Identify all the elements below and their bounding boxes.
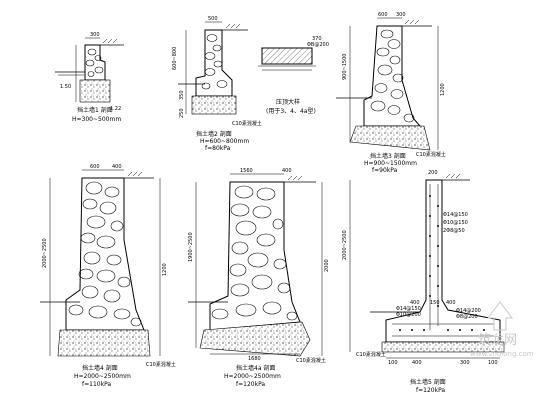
s4a-label: 挡土墙4a 剖面 [236,364,275,372]
s3-height-range: H=900~1500mm [364,160,417,167]
detail-label: 压顶大样 [276,98,300,106]
s5-top: 200 [428,170,438,176]
s4-pressure: f=110kPa [82,381,111,388]
s5-rebar-4: Φ14@150 [396,306,421,312]
s2-h3: 250 [179,108,185,118]
s3-h2: 1200 [440,83,446,96]
s2-mark: C10素混凝土 [232,120,262,127]
s2-h2: 350 [179,90,185,100]
s2-pressure: f=80kPa [205,145,231,152]
s4-top2: 400 [112,164,122,170]
s2-top-dim: 500 [208,16,218,22]
s5-label: 挡土墙5 剖面 [410,378,446,386]
s5-rebar-6: Φ14@200 [456,308,481,314]
watermark: 筑龙网 www.zhulong.com [470,301,534,358]
s5-rebar-1: Φ14@150 [443,212,468,218]
s3-top2: 300 [396,12,406,18]
s3-top1: 600 [378,12,388,18]
watermark-main: 筑龙网 [478,332,517,348]
s4a-h1: 1900~2500 [188,232,194,262]
s5-bottom-1: 100 [388,360,398,366]
s4-h1: 2000~2500 [42,238,48,268]
s5-rebar-2: Φ10@150 [443,220,468,226]
s2-label: 挡土墙2 剖面 [196,130,232,138]
section-4: 600 400 2000~2500 1200 C10素混凝土 挡土墙4 剖面 H… [40,164,176,388]
s2-h1: 600~800 [172,47,178,70]
s5-rebar-5: Φ10@200 [396,312,421,318]
coping-detail: 370 ΦB@200 压顶大样 (用于3、4、4a型) [258,36,329,115]
s5-mid: 150 [430,300,440,306]
s4a-base: 1680 [248,356,261,362]
section-4a: 1560 400 1900~2500 2000 1680 C10素混凝土 挡土墙… [188,168,330,388]
s4a-height-range: H=2000~2500mm [224,373,281,380]
s3-mark: C10素混凝土 [416,151,446,158]
s5-h: 2000~2500 [342,230,348,260]
s4-label: 挡土墙4 剖面 [82,364,118,372]
s4a-top1: 1560 [240,168,253,174]
s5-bottom-4: 100 [488,360,498,366]
s5-rebar-7: Φ8@200 [456,314,478,320]
section-3: 600 300 900~1500 1200 C10素混凝土 挡土墙3 剖面 H=… [336,12,446,174]
s5-mark: C10素混凝土 [356,351,386,358]
s1-height-range: H=300~500mm [72,116,121,123]
s3-h1: 900~1500 [342,54,348,80]
s1-mark1: 1.50 [60,84,71,90]
s5-bottom-3: 300 [460,360,470,366]
s5-rebar-3: 2Φ8@50 [443,228,465,234]
s5-base: 400 [446,300,456,306]
s4-top1: 600 [90,164,100,170]
detail-rebar: ΦB@200 [307,42,329,48]
s4-mark: C10素混凝土 [146,361,176,368]
detail-thick: 370 [312,36,322,42]
s4a-mark: C10素混凝土 [296,357,326,364]
s5-pressure: f=120kPa [416,387,445,394]
section-5: 200 2000~2500 Φ14@150 Φ10@150 2Φ8@50 Φ14… [342,170,505,394]
s4-h2: 1200 [162,263,168,276]
s5-left: 400 [410,300,420,306]
section-2: 500 600~800 350 250 C10素混凝土 挡土墙2 剖面 H=60… [172,16,262,152]
s4a-h2: 2000 [324,259,330,272]
s2-height-range: H=600~800mm [200,138,249,145]
watermark-sub: www.zhulong.com [470,350,534,358]
s3-label: 挡土墙3 剖面 [370,152,406,160]
s5-bottom-2: 400 [412,360,422,366]
s1-label: 挡土墙1 剖面 [77,106,113,114]
s3-pressure: f=90kPa [372,167,398,174]
s4a-top2: 400 [282,168,292,174]
section-1: 300 1.50 1.22 挡土墙1 剖面 H=300~500mm [55,32,124,123]
s1-top-dim: 300 [90,32,100,38]
detail-note: (用于3、4、4a型) [266,107,316,115]
s4-height-range: H=2000~2500mm [74,373,131,380]
s4a-pressure: f=120kPa [236,381,265,388]
s1-mark2: 1.22 [110,106,121,112]
